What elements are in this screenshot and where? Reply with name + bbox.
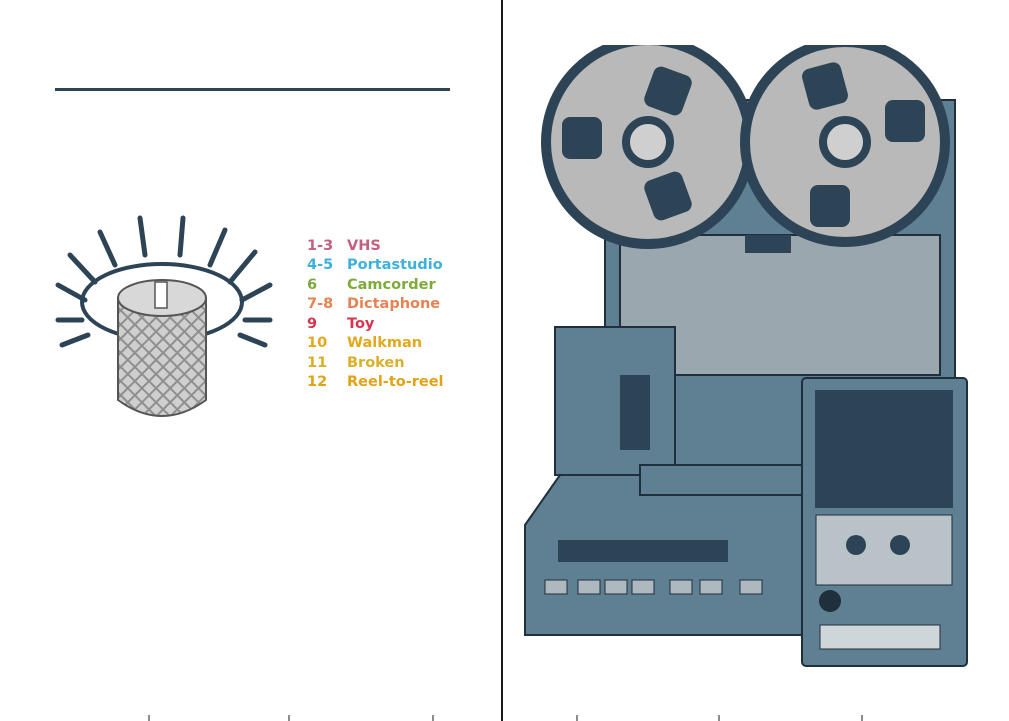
header-rule xyxy=(55,88,450,91)
page-divider xyxy=(501,0,503,721)
crop-ticks xyxy=(0,715,1009,721)
radiating-knob-icon xyxy=(50,210,280,440)
tape-recorders-illustration xyxy=(520,45,980,675)
left-reel xyxy=(546,45,750,244)
right-reel xyxy=(745,45,945,242)
